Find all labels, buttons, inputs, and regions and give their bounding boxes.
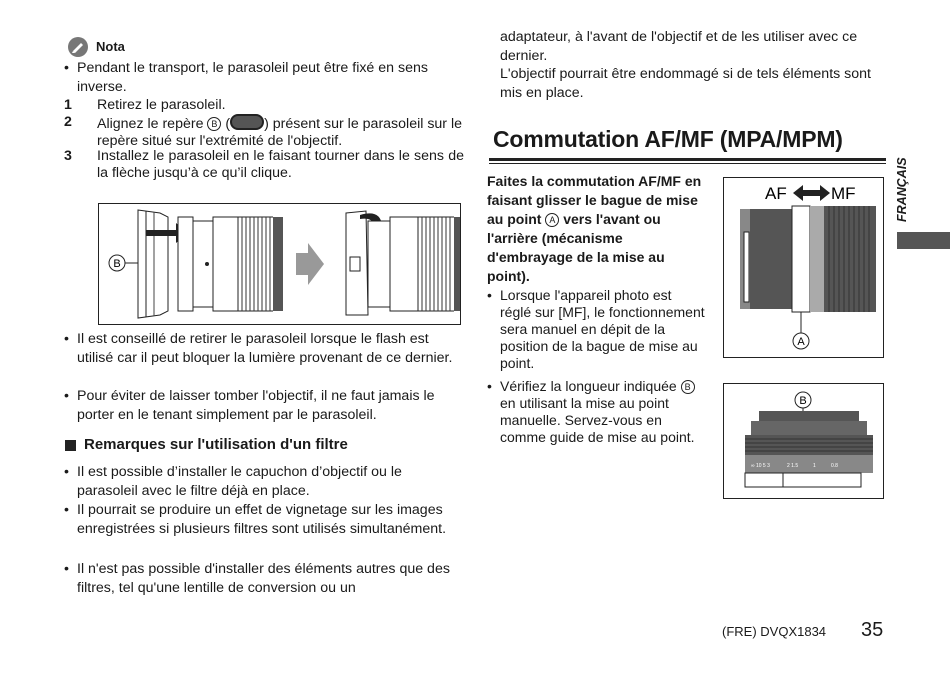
page-number: 35 (861, 619, 884, 641)
filter-heading: Remarques sur l'utilisation d'un filtre (84, 436, 348, 453)
title-rule-thin (489, 163, 886, 164)
figure1-label-b: B (113, 258, 120, 270)
note-bullet: •Pendant le transport, le parasoleil peu… (64, 60, 428, 95)
flash-bullet: •Il est conseillé de retirer le parasole… (64, 331, 453, 366)
continued-text: adaptateur, à l'avant de l'objectif et d… (500, 29, 871, 101)
length-bullet: •Vérifiez la longueur indiquée B en util… (487, 378, 695, 445)
af-label: AF (765, 184, 787, 203)
mf-bullet: •Lorsque l'appareil photo est réglé sur … (487, 287, 705, 371)
mark-b-icon: B (680, 380, 695, 394)
af-mf-intro: Faites la commutation AF/MF en faisant g… (487, 173, 702, 284)
filter-bullet-1: •Il est possible d’installer le capuchon… (64, 464, 402, 499)
svg-text:0.8: 0.8 (831, 463, 838, 469)
mark-b-icon: B (207, 117, 222, 131)
mf-label: MF (831, 184, 856, 203)
lens-mark-icon (230, 114, 265, 130)
distance-scale-figure: B ∞ 10 5 3 2 1.5 1 0.8 (723, 383, 884, 499)
af-mf-figure: AF MF A (723, 177, 884, 358)
double-arrow-icon (793, 185, 830, 201)
svg-text:2 1.5: 2 1.5 (787, 463, 798, 469)
hood-figure: B (98, 203, 461, 325)
filter-heading-square-icon (65, 440, 76, 451)
svg-text:∞ 10 5 3: ∞ 10 5 3 (751, 463, 770, 469)
note-label: Nota (96, 39, 125, 54)
title-rule (489, 158, 886, 161)
language-side-label: FRANÇAIS (895, 157, 909, 222)
svg-text:1: 1 (813, 463, 816, 469)
step-2: 2 Alignez le repère B () présent sur le … (64, 114, 463, 149)
language-side-tab (897, 232, 950, 249)
doc-code: (FRE) DVQX1834 (722, 624, 827, 639)
filter-bullet-3: •Il n'est pas possible d'installer des é… (64, 561, 450, 596)
figure3-label-b: B (799, 395, 806, 407)
figure2-label-a: A (797, 336, 805, 348)
note-icon (67, 36, 89, 58)
mark-a-icon: A (545, 213, 560, 227)
section-title: Commutation AF/MF (MPA/MPM) (493, 126, 843, 152)
filter-bullet-2: •Il pourrait se produire un effet de vig… (64, 502, 447, 537)
drop-bullet: •Pour éviter de laisser tomber l'objecti… (64, 388, 435, 423)
